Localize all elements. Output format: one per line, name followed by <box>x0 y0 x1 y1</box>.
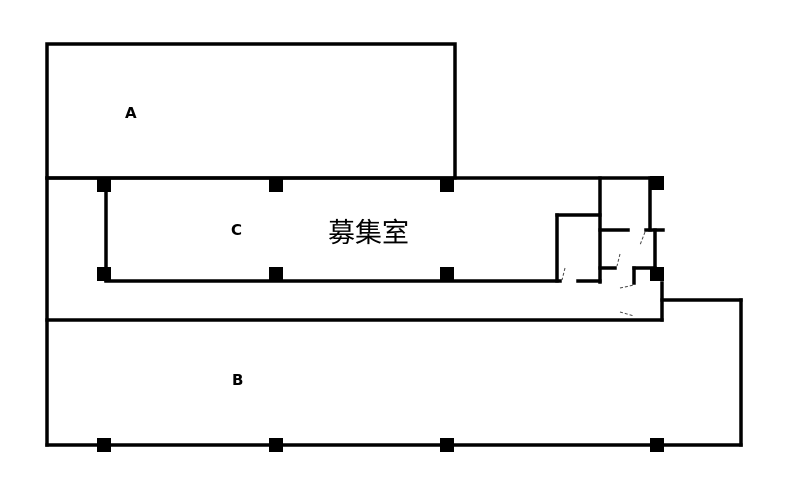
pillar <box>97 178 111 192</box>
pillar <box>440 438 454 452</box>
walls <box>45 42 743 447</box>
pillar <box>440 267 454 281</box>
pillars <box>97 176 664 452</box>
pillar <box>440 178 454 192</box>
room-c-label: C <box>231 221 243 239</box>
room-a-label: A <box>125 104 137 122</box>
room-a-outline <box>45 42 457 180</box>
pillar <box>650 176 664 190</box>
pillar <box>269 438 283 452</box>
pillar <box>269 267 283 281</box>
pillar <box>97 267 111 281</box>
pillar <box>97 438 111 452</box>
room-b-label: B <box>232 371 244 389</box>
pillar <box>650 267 664 281</box>
door-swings <box>561 231 646 317</box>
vacancy-label: 募集室 <box>328 218 409 249</box>
pillar <box>650 438 664 452</box>
pillar <box>269 178 283 192</box>
